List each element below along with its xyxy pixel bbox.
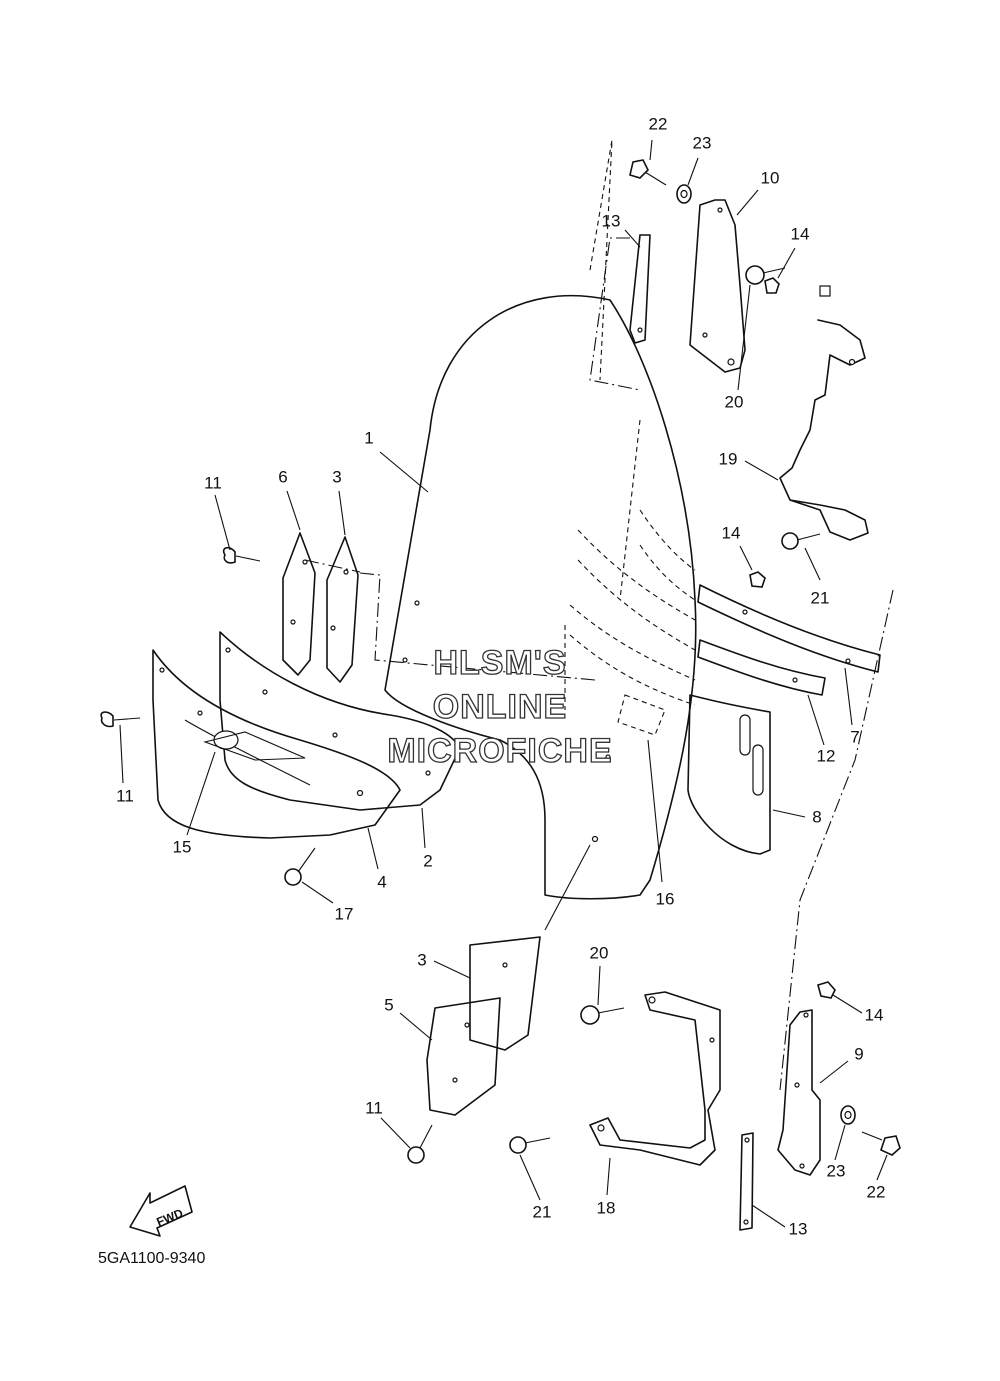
callout-17: 17 (335, 904, 354, 923)
callout-8: 8 (812, 807, 821, 826)
fwd-label: FWD (154, 1206, 185, 1229)
callout-19: 19 (719, 449, 738, 468)
callout-20-bottom: 20 (590, 943, 609, 962)
diagram-code: 5GA1100-9340 (98, 1250, 205, 1267)
callout-14-mid: 14 (722, 523, 741, 542)
leader-lines (119, 139, 888, 1228)
bolt-22-top-icon (629, 159, 667, 186)
callout-22-top: 22 (649, 114, 668, 133)
callout-10: 10 (761, 168, 780, 187)
callout-23-top: 23 (693, 133, 712, 152)
callout-13-top: 13 (602, 211, 621, 230)
callout-14-top: 14 (791, 224, 810, 243)
screw-11-left-icon (100, 711, 141, 728)
upper-bracket-assembly (629, 199, 869, 541)
washer-23-top-icon (676, 184, 692, 204)
callout-12: 12 (817, 746, 836, 765)
callout-5: 5 (384, 995, 393, 1014)
nut-14-mid-icon (749, 571, 766, 588)
callout-21-bottom: 21 (533, 1202, 552, 1221)
callout-23-bottom: 23 (827, 1161, 846, 1180)
callouts: 22 23 10 13 14 20 19 1 11 6 3 14 21 7 12… (116, 114, 885, 1238)
callout-21-top: 21 (811, 588, 830, 607)
lower-bracket-assembly (589, 991, 821, 1231)
watermark-line-2: ONLINE (433, 688, 567, 726)
callout-13-bottom: 13 (789, 1219, 808, 1238)
callout-11-upper: 11 (204, 473, 222, 492)
callout-4: 4 (377, 872, 386, 891)
nut-14-bottom-icon (817, 981, 836, 999)
bolt-21-top-icon (781, 532, 821, 550)
hidden-strips (564, 139, 696, 736)
callout-22-bottom: 22 (867, 1182, 886, 1201)
callout-11-lower: 11 (365, 1098, 383, 1117)
windshield (384, 295, 697, 900)
callout-3-lower: 3 (417, 950, 426, 969)
callout-18: 18 (597, 1198, 616, 1217)
washer-23-bottom-icon (840, 1105, 856, 1125)
callout-11-left: 11 (116, 786, 134, 805)
callout-20-top: 20 (725, 392, 744, 411)
watermark: HLSM'S ONLINE MICROFICHE (387, 643, 613, 770)
fasteners (100, 159, 901, 1164)
watermark-line-3: MICROFICHE (387, 732, 612, 770)
bolt-20-top-icon (745, 265, 786, 285)
bolt-22-bottom-icon (861, 1131, 901, 1156)
lower-panels (426, 936, 541, 1116)
callout-14-bottom: 14 (865, 1005, 884, 1024)
screw-17-icon (284, 847, 316, 886)
callout-15: 15 (173, 837, 192, 856)
screw-11-lower-icon (407, 1124, 433, 1164)
callout-7: 7 (850, 727, 859, 746)
callout-6: 6 (278, 467, 287, 486)
callout-2: 2 (423, 851, 432, 870)
deflectors (152, 631, 461, 839)
callout-1: 1 (364, 428, 373, 447)
bolt-21-bottom-icon (509, 1136, 551, 1154)
nut-14-top-icon (764, 277, 780, 294)
right-strips (687, 584, 881, 855)
callout-3-upper: 3 (332, 467, 341, 486)
callout-9: 9 (854, 1044, 863, 1063)
watermark-line-1: HLSM'S (433, 644, 566, 682)
upper-bracket-panels (282, 532, 359, 683)
screw-11-upper-icon (222, 546, 261, 564)
callout-16: 16 (656, 889, 675, 908)
bolt-20-bottom-icon (580, 1005, 625, 1025)
fwd-arrow-icon: FWD (129, 1185, 193, 1237)
